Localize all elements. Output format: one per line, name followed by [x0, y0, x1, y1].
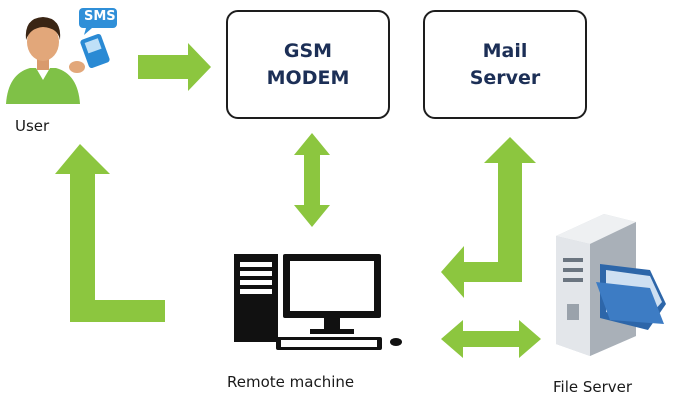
sms-badge-text: SMS	[84, 9, 116, 24]
computer-icon	[234, 254, 402, 350]
arrow-remote-file	[441, 320, 541, 358]
mail-server-box: Mail Server	[423, 10, 587, 119]
gsm-modem-line1: GSM	[283, 39, 333, 62]
arrow-remote-to-mail	[441, 137, 536, 298]
user-label: User	[15, 117, 50, 135]
user-icon	[6, 17, 110, 104]
mail-server-line1: Mail	[482, 39, 528, 62]
remote-machine-label: Remote machine	[227, 373, 355, 391]
arrow-remote-to-user	[55, 144, 165, 322]
sms-phone-icon	[79, 8, 117, 35]
gsm-modem-box: GSM MODEM	[226, 10, 390, 119]
arrow-user-to-gsm	[138, 43, 211, 91]
file-server-label: File Server	[553, 378, 633, 396]
folder-icon	[596, 264, 666, 330]
arrow-gsm-remote	[294, 133, 330, 227]
mail-server-line2: Server	[469, 66, 541, 89]
gsm-modem-line2: MODEM	[266, 66, 350, 89]
